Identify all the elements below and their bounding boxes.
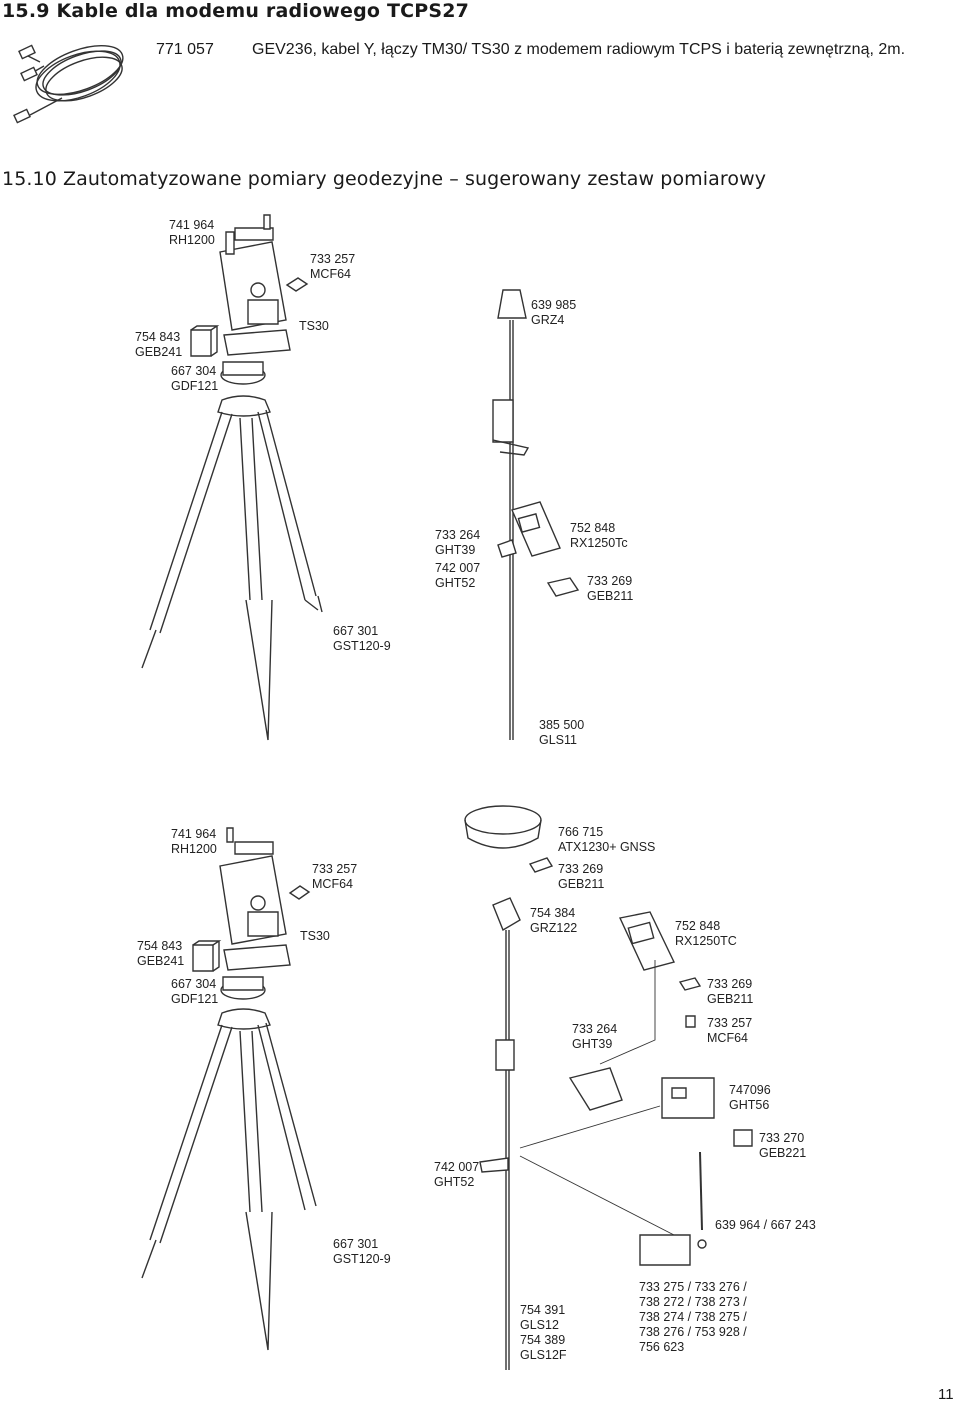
pole-top-icon: [493, 290, 528, 740]
battery-gnss-icon: [530, 858, 552, 872]
controller-bottom-icon: [620, 912, 674, 970]
tribrach-top-icon: [221, 362, 265, 384]
page-number: 11: [938, 1386, 954, 1403]
battery-top-icon: [191, 326, 217, 356]
battery-small-bottom-icon: [680, 978, 700, 990]
total-station-top-icon: [220, 215, 290, 355]
holder-ght39-icon: [570, 1068, 622, 1110]
total-station-bottom-icon: [220, 828, 290, 970]
label-ts30-bottom: TS30: [300, 929, 330, 943]
cable-code: 771 057: [156, 41, 214, 58]
pole-bottom-icon: [480, 898, 520, 1370]
battery-small-top-icon: [548, 578, 578, 596]
battery-bottom-icon: [193, 941, 219, 971]
ght56-holder-icon: [662, 1078, 714, 1118]
tripod-bottom-icon: [142, 1009, 316, 1350]
label-ts30-top: TS30: [299, 319, 329, 333]
memory-card-small-icon: [686, 1016, 695, 1027]
radio-antenna-icon: [700, 1152, 702, 1230]
memory-card-top-icon: [287, 278, 307, 291]
section-15-9-title: 15.9 Kable dla modemu radiowego TCPS27: [2, 0, 470, 22]
tribrach-bottom-icon: [221, 977, 265, 999]
label-antenna-codes: 639 964 / 667 243: [715, 1218, 816, 1232]
memory-card-bottom-icon: [290, 886, 309, 899]
gnss-antenna-icon: [465, 806, 541, 848]
label-radio-codes: 733 275 / 733 276 /738 272 / 738 273 /73…: [639, 1280, 747, 1354]
clamp-top-icon: [498, 540, 516, 557]
controller-top-icon: [512, 502, 560, 556]
section-15-10-title: 15.10 Zautomatyzowane pomiary geodezyjne…: [2, 168, 767, 190]
radio-modem-icon: [640, 1235, 706, 1265]
cable-coil-icon: [14, 36, 129, 123]
tripod-top-icon: [142, 396, 322, 740]
battery-geb221-icon: [734, 1130, 752, 1146]
cable-description: GEV236, kabel Y, łączy TM30/ TS30 z mode…: [252, 41, 906, 58]
